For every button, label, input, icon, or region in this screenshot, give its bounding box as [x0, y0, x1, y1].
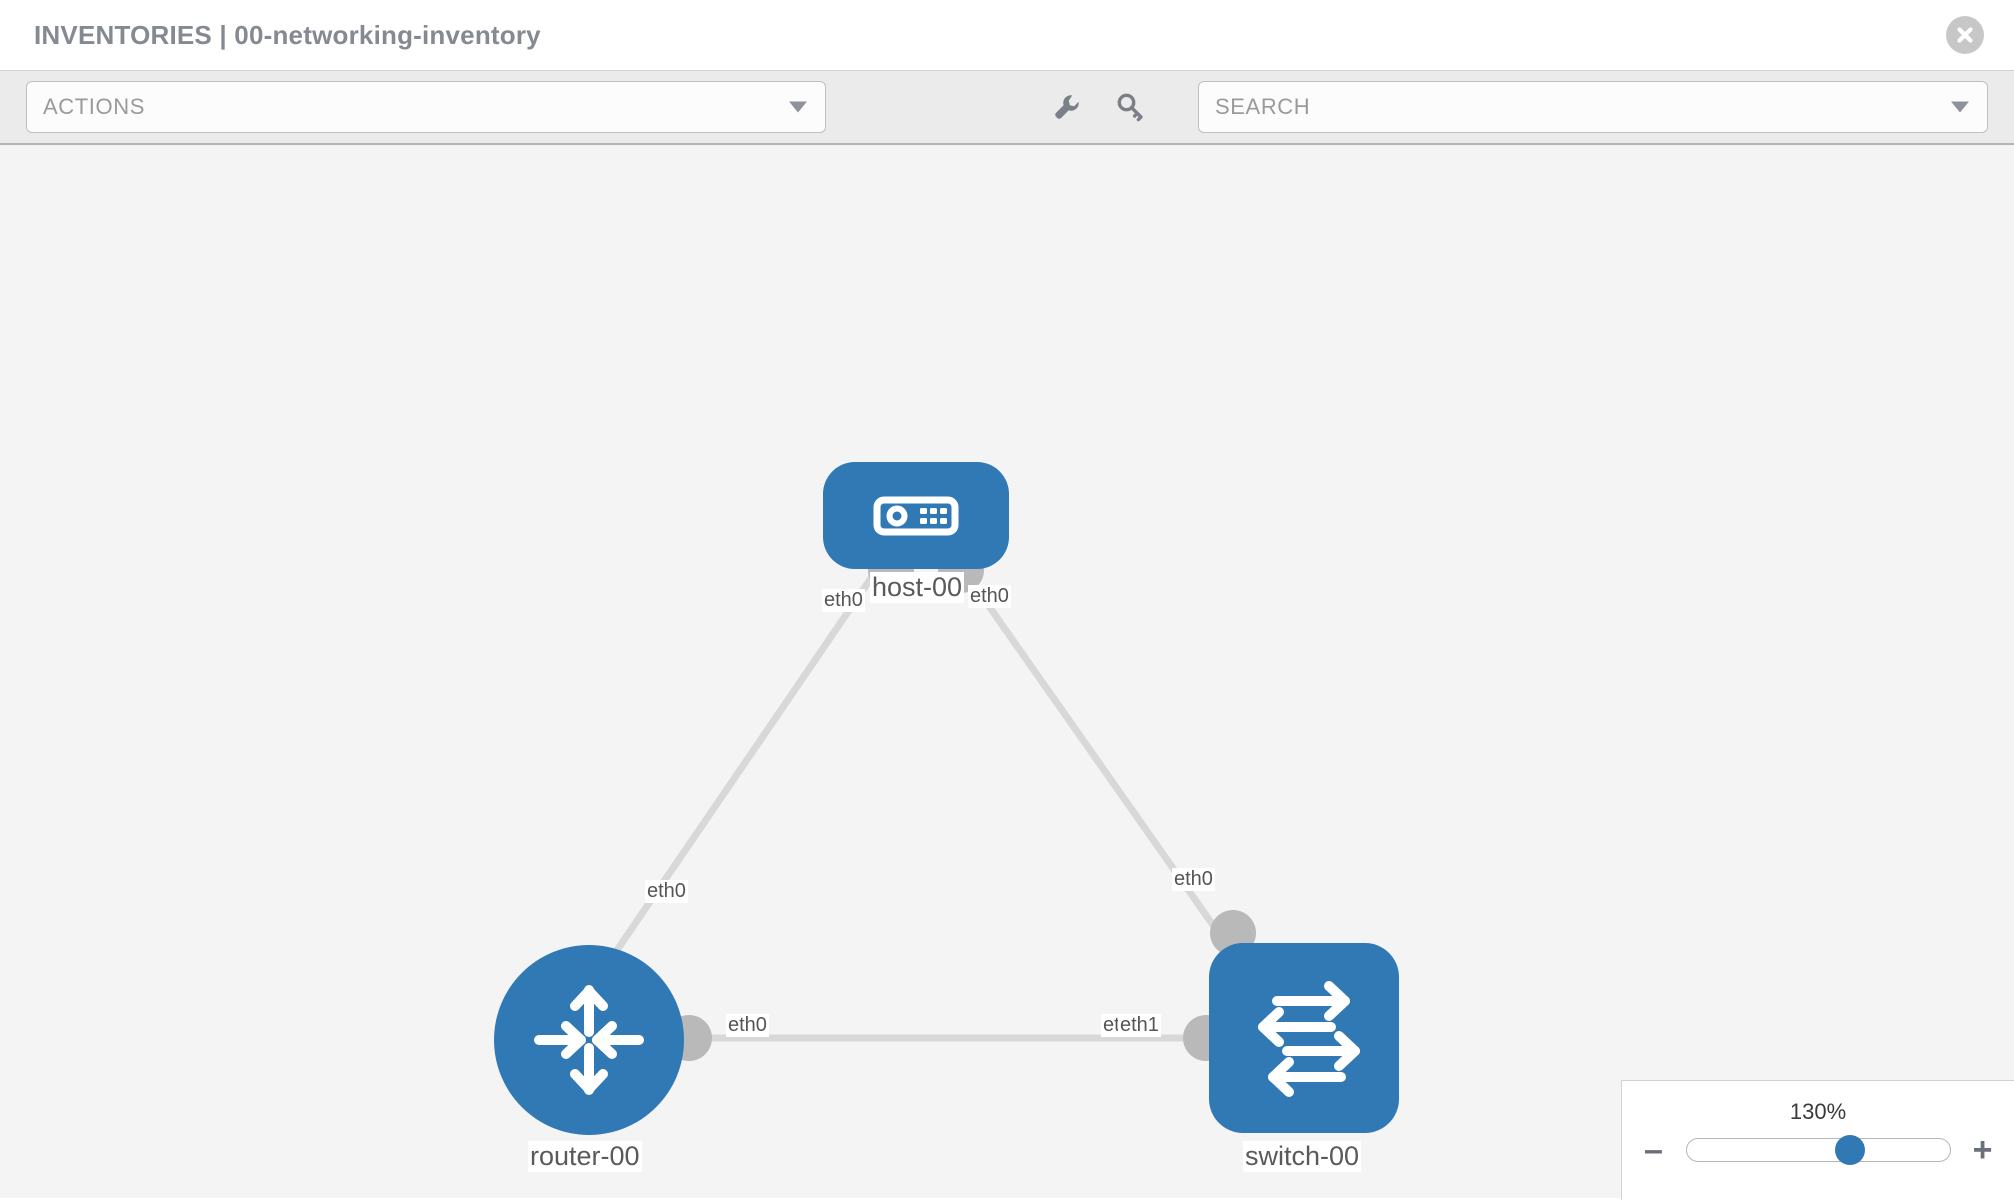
- actions-dropdown-label: ACTIONS: [43, 94, 145, 119]
- interface-label: eth0: [1172, 868, 1215, 891]
- router-arrows-icon: [534, 985, 644, 1095]
- interface-label: eth0: [822, 589, 865, 612]
- zoom-control-panel: 130% – +: [1621, 1080, 2014, 1200]
- close-icon: [1957, 27, 1973, 43]
- interface-label: eth0: [968, 585, 1011, 608]
- zoom-slider-track[interactable]: [1685, 1135, 1951, 1165]
- link-host-router[interactable]: [596, 561, 884, 979]
- topology-links: [596, 561, 1252, 1042]
- wrench-button[interactable]: [1048, 88, 1086, 126]
- search-box[interactable]: [1198, 81, 1988, 133]
- node-router-00[interactable]: [494, 945, 684, 1135]
- node-host-00[interactable]: [823, 462, 1009, 569]
- toolbar-icons: [1048, 88, 1150, 126]
- key-icon: [1117, 93, 1143, 122]
- zoom-level-value: 130%: [1789, 1099, 1847, 1124]
- zoom-slider-thumb[interactable]: [1834, 1135, 1865, 1165]
- search-input[interactable]: [1215, 94, 1971, 120]
- wrench-icon: [1055, 95, 1079, 119]
- zoom-in-button[interactable]: +: [1972, 1131, 1993, 1169]
- node-label-router-00: router-00: [528, 1141, 642, 1172]
- search-chevron-down-icon[interactable]: [1951, 101, 1969, 113]
- node-label-switch-00: switch-00: [1243, 1141, 1362, 1172]
- link-host-switch[interactable]: [956, 561, 1252, 979]
- zoom-out-button[interactable]: –: [1644, 1131, 1663, 1169]
- page-title: INVENTORIES | 00-networking-inventory: [34, 19, 541, 50]
- server-icon: [873, 496, 959, 535]
- page-header: INVENTORIES | 00-networking-inventory: [0, 0, 2014, 70]
- toolbar: ACTIONS: [0, 70, 2014, 145]
- switch-arrows-icon: [1258, 981, 1360, 1097]
- node-label-host-00: host-00: [870, 572, 965, 603]
- actions-dropdown[interactable]: ACTIONS: [26, 81, 826, 133]
- interface-label: eth0: [645, 880, 688, 903]
- chevron-down-icon: [789, 101, 807, 113]
- key-button[interactable]: [1112, 88, 1150, 126]
- close-button[interactable]: [1946, 16, 1984, 54]
- node-switch-00[interactable]: [1209, 943, 1399, 1133]
- interface-label: eth0: [726, 1014, 769, 1037]
- topology-canvas[interactable]: eth0 eth0 eth0 eth0 eth0 eth eth1 host-0…: [0, 145, 2014, 1198]
- zoom-slider-row: – +: [1622, 1133, 2014, 1167]
- interface-label: eth1: [1118, 1014, 1161, 1037]
